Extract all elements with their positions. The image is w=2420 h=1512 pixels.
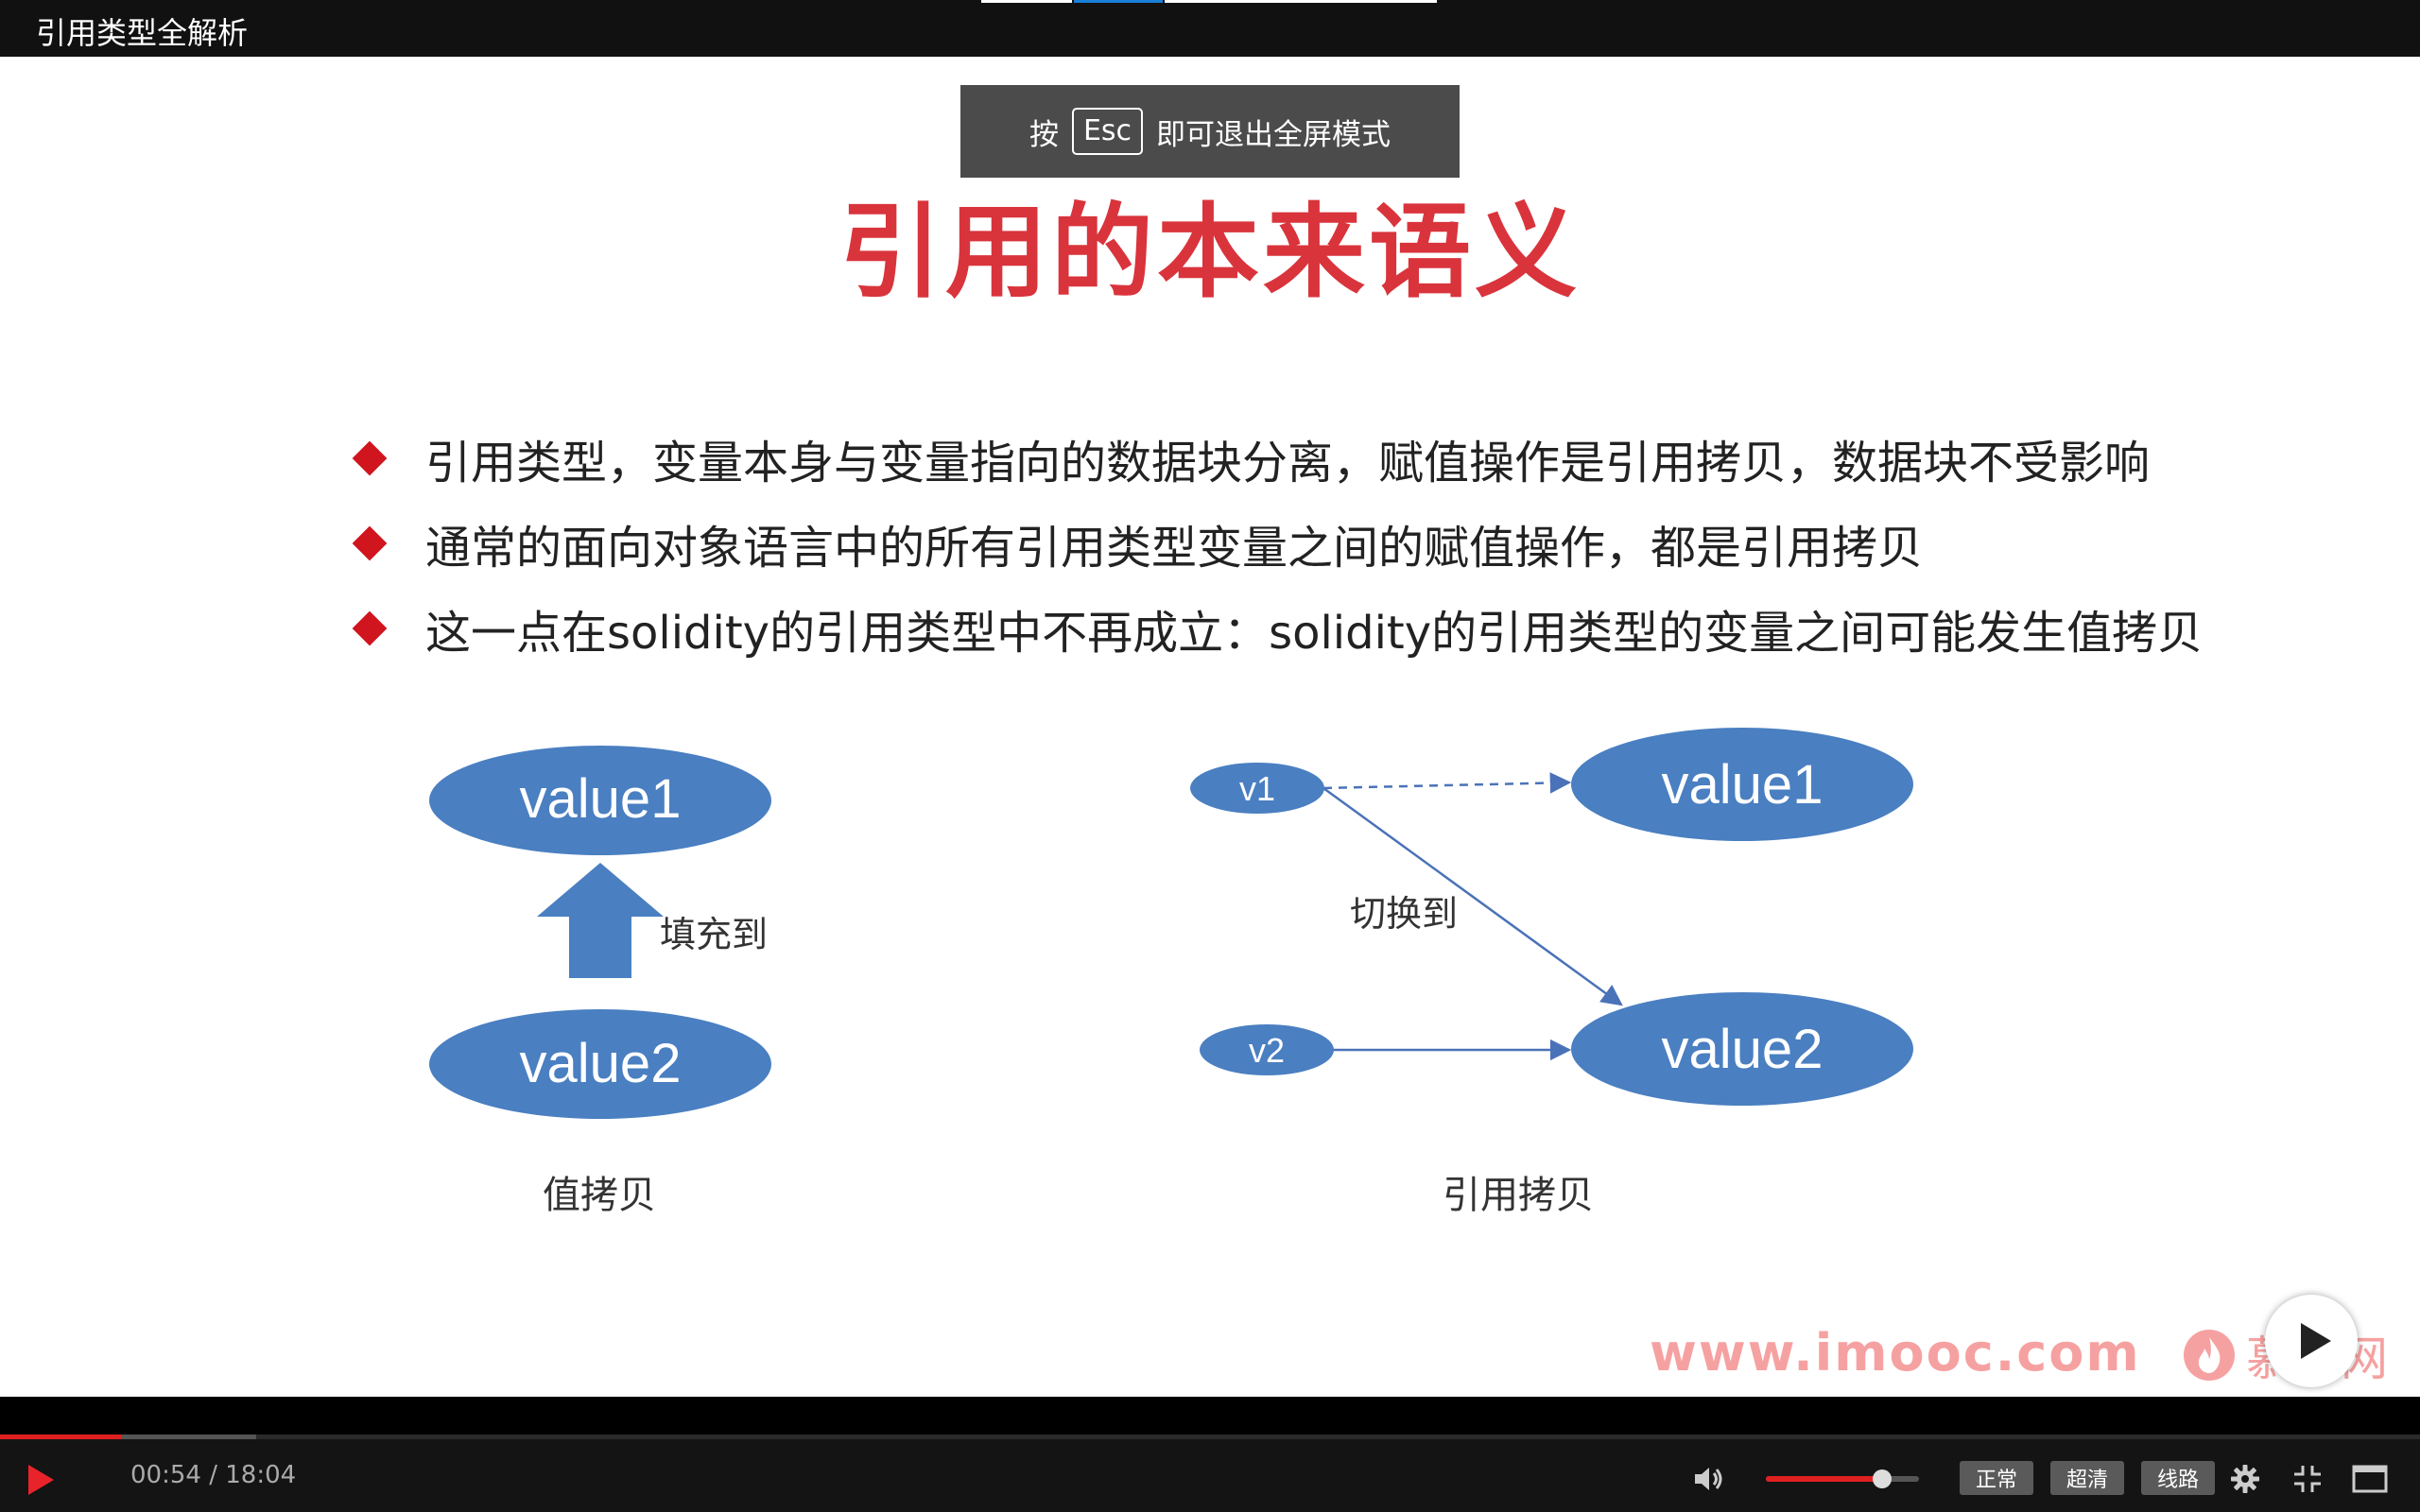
speed-button[interactable]: 正常 bbox=[1960, 1461, 2033, 1495]
current-time: 00:54 bbox=[130, 1461, 201, 1489]
bullet-item: 引用类型，变量本身与变量指向的数据块分离，赋值操作是引用拷贝，数据块不受影响 bbox=[350, 416, 2203, 501]
play-overlay-button[interactable] bbox=[2265, 1295, 2358, 1387]
settings-button[interactable] bbox=[2229, 1463, 2261, 1495]
pip-button[interactable] bbox=[2352, 1463, 2388, 1495]
v2-ellipse bbox=[1200, 1024, 1334, 1075]
fill-label: 填充到 bbox=[660, 914, 768, 955]
esc-tip-press: 按 bbox=[1028, 117, 1059, 152]
copy-diagram: value1 填充到 value2 值拷贝 v1 v2 value1 value… bbox=[429, 728, 1913, 1217]
reference-copy-diagram: v1 v2 value1 value2 切换到 引用拷贝 bbox=[1190, 728, 1913, 1217]
exit-fullscreen-icon bbox=[2294, 1466, 2321, 1492]
progress-bar[interactable] bbox=[0, 1435, 2420, 1439]
flame-logo-icon bbox=[2184, 1330, 2235, 1381]
value2-ellipse bbox=[429, 1009, 771, 1119]
volume-icon bbox=[1695, 1468, 1709, 1490]
play-icon bbox=[2301, 1323, 2331, 1359]
esc-key: Esc bbox=[1071, 108, 1144, 155]
progress-buffered bbox=[0, 1435, 257, 1439]
bullet-text: 这一点在solidity的引用类型中不再成立：solidity的引用类型的变量之… bbox=[425, 607, 2204, 660]
v1-new-pointer-arrow bbox=[1322, 786, 1623, 1006]
top-indicator-2 bbox=[1074, 0, 1163, 3]
progress-played bbox=[0, 1435, 121, 1439]
slide-title: 引用的本来语义 bbox=[838, 194, 1581, 312]
volume-knob[interactable] bbox=[1873, 1469, 1893, 1488]
video-slide[interactable]: 按 Esc 即可退出全屏模式 引用的本来语义 引用类型，变量本身与变量指向的数据… bbox=[0, 57, 2420, 1397]
top-indicator-1 bbox=[981, 0, 1072, 3]
ref-value1-label: value1 bbox=[1662, 754, 1824, 816]
site-watermark: www.imooc.com bbox=[1650, 1323, 2141, 1383]
v1-ellipse bbox=[1190, 763, 1324, 814]
ref-value2-label: value2 bbox=[1662, 1019, 1824, 1080]
bullet-list: 引用类型，变量本身与变量指向的数据块分离，赋值操作是引用拷贝，数据块不受影响 通… bbox=[350, 416, 2203, 671]
ref-value1-ellipse bbox=[1571, 728, 1913, 841]
play-icon bbox=[28, 1465, 54, 1495]
route-button[interactable]: 线路 bbox=[2141, 1461, 2215, 1495]
value1-label: value1 bbox=[520, 768, 682, 830]
value1-ellipse bbox=[429, 746, 771, 855]
volume-level bbox=[1766, 1476, 1883, 1482]
window-title-bar: 引用类型全解析 bbox=[0, 0, 2420, 57]
exit-fullscreen-button[interactable] bbox=[2291, 1463, 2324, 1495]
time-separator: / bbox=[209, 1461, 217, 1489]
play-button[interactable] bbox=[25, 1463, 57, 1497]
switch-label: 切换到 bbox=[1350, 893, 1458, 935]
player-controls: 00:54 / 18:04 正常 超清 线路 bbox=[0, 1397, 2420, 1512]
volume-button[interactable] bbox=[1692, 1463, 1724, 1495]
ref-copy-caption: 引用拷贝 bbox=[1443, 1174, 1594, 1217]
value-copy-diagram: value1 填充到 value2 值拷贝 bbox=[429, 746, 771, 1217]
quality-button[interactable]: 超清 bbox=[2050, 1461, 2124, 1495]
window-title: 引用类型全解析 bbox=[36, 15, 249, 51]
bullet-item: 这一点在solidity的引用类型中不再成立：solidity的引用类型的变量之… bbox=[350, 586, 2203, 671]
ref-value2-ellipse bbox=[1571, 992, 1913, 1106]
picture-in-picture-icon bbox=[2352, 1465, 2388, 1493]
time-display: 00:54 / 18:04 bbox=[130, 1461, 296, 1489]
bullet-text: 通常的面向对象语言中的所有引用类型变量之间的赋值操作，都是引用拷贝 bbox=[425, 522, 1924, 575]
bullet-text: 引用类型，变量本身与变量指向的数据块分离，赋值操作是引用拷贝，数据块不受影响 bbox=[425, 437, 2151, 490]
v1-old-pointer-arrow bbox=[1322, 772, 1572, 794]
top-indicator-3 bbox=[1165, 0, 1437, 3]
fill-up-arrow-icon bbox=[537, 863, 664, 978]
bullet-item: 通常的面向对象语言中的所有引用类型变量之间的赋值操作，都是引用拷贝 bbox=[350, 501, 2203, 586]
esc-tip-text: 即可退出全屏模式 bbox=[1156, 117, 1392, 152]
v1-label: v1 bbox=[1239, 769, 1275, 808]
duration: 18:04 bbox=[225, 1461, 297, 1489]
value-copy-caption: 值拷贝 bbox=[543, 1174, 656, 1217]
value2-label: value2 bbox=[520, 1033, 682, 1094]
v2-label: v2 bbox=[1249, 1031, 1285, 1070]
fullscreen-exit-tip: 按 Esc 即可退出全屏模式 bbox=[960, 85, 1460, 178]
volume-slider[interactable] bbox=[1766, 1469, 1919, 1488]
